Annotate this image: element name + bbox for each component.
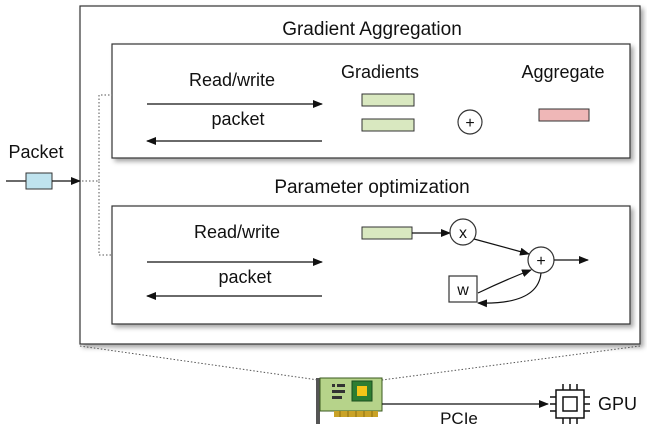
ga-sum-symbol: + (465, 115, 474, 132)
ga-packet-label: packet (211, 109, 264, 129)
input-packet-block (25, 172, 53, 190)
po-sum-symbol: + (536, 253, 545, 270)
po-gradient-block (361, 226, 413, 240)
pcie-label: PCIe (440, 409, 478, 428)
ga-sum-node (457, 109, 483, 135)
po-packet-label: packet (218, 267, 271, 287)
aggregate-label: Aggregate (521, 62, 604, 82)
gradient-aggregation-title: Gradient Aggregation (282, 19, 462, 40)
multiply-symbol: x (459, 225, 467, 242)
dispatch-to-optimization (82, 180, 112, 256)
multiply-node (449, 218, 477, 246)
aggregate-block (538, 108, 590, 122)
nic-card-icon (316, 377, 383, 424)
input-packet-label: Packet (8, 142, 63, 162)
weight-box (448, 275, 478, 303)
zoom-line-right (381, 345, 641, 381)
sum-to-weight-feedback-arrow (477, 272, 542, 308)
gradient-block-1 (361, 93, 415, 107)
multiply-to-sum-arrow (473, 238, 530, 256)
gradient-block-2 (361, 118, 415, 132)
parameter-optimization-title: Parameter optimization (274, 177, 469, 198)
weight-symbol: w (456, 282, 469, 299)
gpu-label: GPU (598, 394, 637, 414)
gradients-label: Gradients (341, 62, 419, 82)
po-read-write-label: Read/write (194, 222, 280, 242)
weight-to-sum-arrow (477, 269, 532, 294)
gpu-chip-icon (550, 384, 590, 424)
ga-read-write-label: Read/write (189, 70, 275, 90)
zoom-line-left (79, 345, 319, 381)
